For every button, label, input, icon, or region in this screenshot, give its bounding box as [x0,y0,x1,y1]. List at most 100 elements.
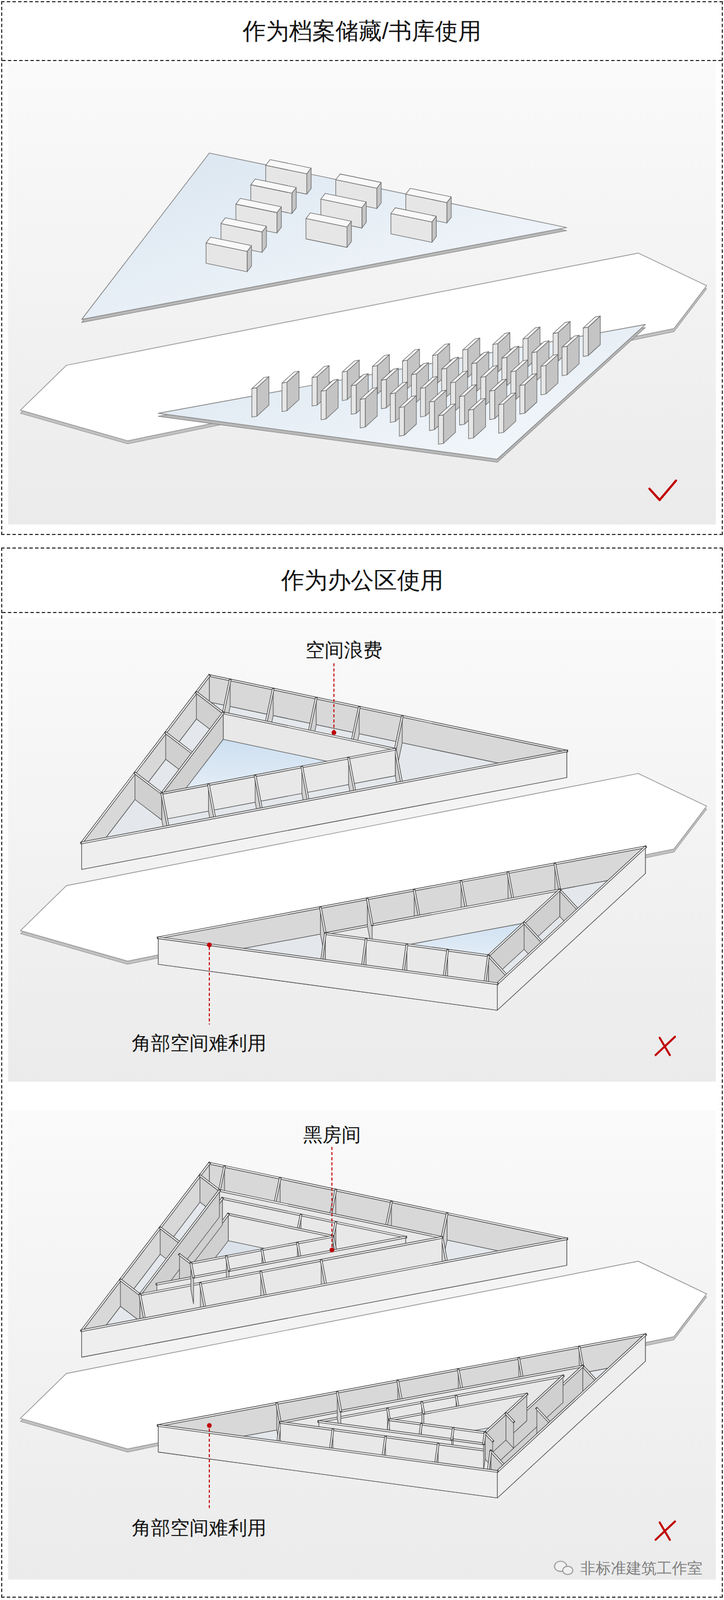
archive-rack-top [399,395,417,408]
wall-top [483,1432,486,1445]
wall-top [260,1272,266,1297]
archive-rack-top [523,326,541,339]
archive-rack-top [531,340,549,353]
wall-top [120,1280,140,1295]
archive-rack-top [360,387,378,400]
wall-top-face [395,716,403,749]
wall-top [139,1294,145,1320]
bookshelf-top [320,193,366,208]
wall-top [488,1451,491,1471]
wall-top [559,889,579,909]
archive-rack-top [381,368,399,381]
wall-top-face [223,712,396,749]
wall-top-face [260,1272,266,1297]
archive-rack-front [540,365,546,395]
archive-rack-top [459,384,477,397]
wall-top [302,766,309,800]
archive-rack-top [489,378,507,391]
illustration-ground [7,617,716,1083]
wall-top [490,1451,504,1466]
wall-top [309,697,317,731]
archive-rack-front [429,401,435,431]
archive-rack-top [429,390,447,403]
cross-mark [655,1521,675,1540]
wall-top-face [352,707,360,740]
leader-dot [331,730,336,735]
wall-top [196,692,223,713]
wall-top-face [179,1254,191,1264]
leader-dot [207,942,212,948]
wall-top [165,733,193,754]
wall-top [421,1402,425,1414]
bookshelf-top [250,178,296,193]
wall-top [484,955,489,982]
wall-top-face [524,923,543,943]
archive-rack-top [351,373,369,386]
archive-rack-top [583,316,601,329]
bookshelf-top [390,207,437,222]
wall-top [190,1263,194,1278]
panel-heading: 作为办公区使用 [2,548,722,614]
archive-rack-top [411,362,429,375]
wall-top [333,1222,336,1237]
archive-rack-front [468,409,474,439]
archive-rack-top [450,371,468,383]
wall-top-face [485,1432,493,1442]
wall-top-face [579,1347,583,1367]
archive-rack-top [468,398,486,411]
wall-top-face [397,1381,402,1401]
bookshelf-top [335,174,382,189]
wall-face [505,1413,514,1448]
wall-top [228,1214,334,1237]
wall-top [297,1243,301,1258]
wall-top-face [490,1451,504,1466]
wall-top [321,933,326,960]
bookshelf-group [205,159,451,272]
wall-top [330,1429,334,1450]
archive-rack-top [492,332,510,345]
archive-rack-front [459,395,465,425]
wall-top-face [419,1424,422,1436]
wall-top [298,1214,301,1230]
wall-face [190,1263,194,1305]
archive-rack-front [390,393,396,423]
wall-top [255,776,262,809]
check-mark [649,480,676,501]
wall-top-face [158,937,498,984]
wall-top [367,898,373,925]
archive-rack-top [540,354,558,367]
wall-top-face [160,1227,180,1243]
bookshelf-top [221,217,267,232]
wall-top [161,749,396,794]
wall-top [223,679,231,713]
archive-rack-top [498,392,516,405]
wall-top [266,688,274,722]
floor-plate [158,324,646,460]
wall-top [554,863,560,890]
wall-top [386,1201,392,1226]
dashed-panel: 作为档案储藏/书库使用 [1,1,723,536]
bookshelf-top [205,236,252,252]
archive-rack-front [438,414,444,445]
wall-top-face [120,1280,140,1295]
wall-top-face [488,955,507,976]
wall-top-face [226,1256,230,1271]
leader-dot [207,1423,212,1428]
wall-top-face [333,1222,336,1237]
archive-rack-top [501,346,519,359]
archive-rack-front [519,384,525,415]
wall-top [460,881,467,908]
wall-top [414,890,420,917]
panel-heading: 作为档案储藏/书库使用 [2,2,722,62]
archive-rack-front [489,390,495,420]
wall-top-face [261,1250,265,1265]
wall-top [208,784,215,818]
wall-top [488,955,507,976]
wall-top [158,937,498,984]
wall-top-face [389,1419,486,1433]
wall-top [458,1369,462,1390]
archive-rack-top [420,376,438,389]
wall-top-face [367,898,373,925]
wall-top [160,1227,180,1243]
